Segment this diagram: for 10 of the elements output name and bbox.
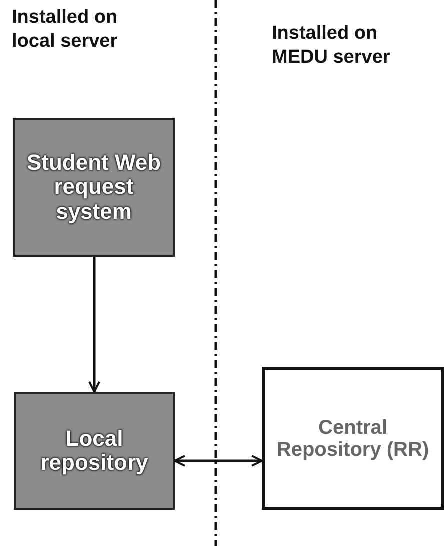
arrow: [88, 257, 100, 393]
box-label: Central Repository (RR): [276, 416, 430, 460]
column-heading: Installed on local server: [12, 6, 119, 54]
column-heading: Installed on MEDU server: [272, 22, 392, 70]
process-box: [13, 118, 175, 257]
arrow: [174, 455, 263, 467]
process-box: [14, 392, 175, 510]
box-label: Local repository: [40, 426, 150, 476]
box-label: Student Web request system: [26, 151, 162, 224]
process-box: [262, 367, 444, 510]
